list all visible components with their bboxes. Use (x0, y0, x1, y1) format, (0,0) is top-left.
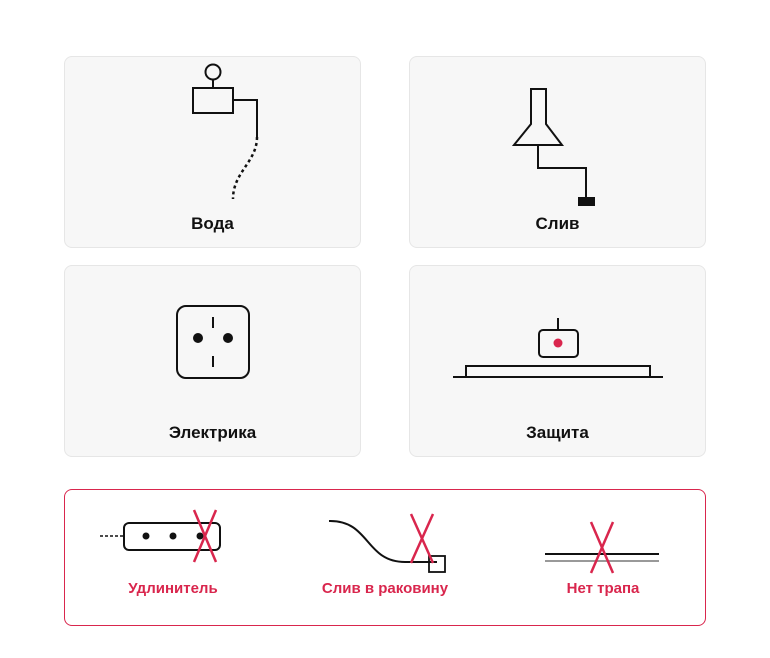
card-label: Вода (191, 214, 234, 233)
extension-cord-crossed-icon (100, 509, 221, 563)
card-label: Защита (526, 423, 589, 442)
card-electric: Электрика (64, 265, 361, 457)
card-protection: Защита (409, 265, 706, 457)
warning-label: Слив в раковину (321, 580, 449, 597)
leak-protection-icon (453, 318, 663, 378)
drain-to-sink-crossed-icon (328, 513, 446, 573)
warning-box: Удлинитель Слив в раковину Нет трапа (64, 489, 706, 626)
water-supply-icon (192, 63, 259, 200)
warning-label: Нет трапа (566, 580, 640, 597)
card-label: Электрика (168, 423, 257, 442)
card-water: Вода (64, 56, 361, 248)
drain-icon (511, 88, 595, 206)
no-floor-drain-crossed-icon (545, 521, 659, 574)
socket-icon (176, 305, 250, 379)
card-drain: Слив (409, 56, 706, 248)
card-label: Слив (535, 214, 580, 233)
warning-label: Удлинитель (128, 580, 218, 597)
